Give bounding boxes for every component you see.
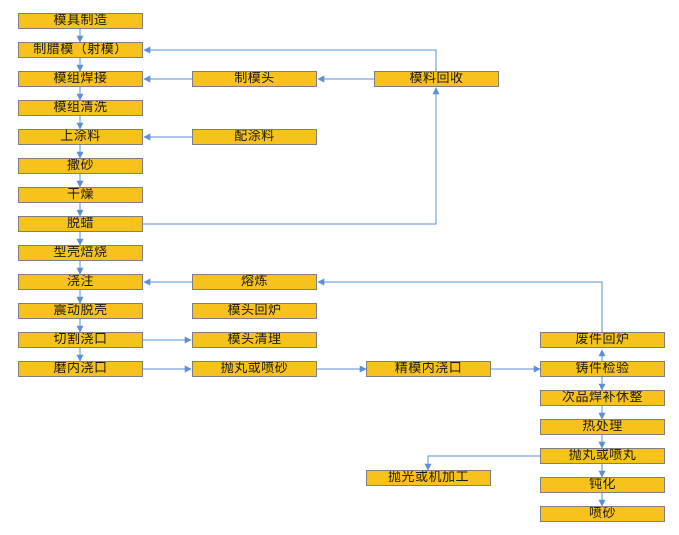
- step-heat-treatment: 热处理: [540, 419, 665, 435]
- arrow-scrap-to-smelt: [317, 278, 603, 333]
- step-wax-pattern: 制腊模（射模）: [18, 42, 143, 58]
- step-vibration-shakeout: 震动脱壳: [18, 303, 143, 319]
- step-grind-gate: 磨内浇口: [18, 361, 143, 377]
- step-coating: 上涂料: [18, 129, 143, 145]
- step-mix-coating: 配涂料: [192, 129, 317, 145]
- step-assembly-clean: 模组清洗: [18, 100, 143, 116]
- step-cut-gate: 切割浇口: [18, 332, 143, 348]
- step-mold-making: 模具制造: [18, 13, 143, 29]
- step-scrap-remelt: 废件回炉: [540, 332, 665, 348]
- step-defect-repair: 次品焊补休整: [540, 390, 665, 406]
- step-material-recovery: 模料回收: [374, 71, 499, 87]
- step-drying: 干燥: [18, 187, 143, 203]
- arrow-dewax-to-recovery: [143, 87, 440, 225]
- arrow-recovery-to-wax: [143, 46, 437, 72]
- step-passivation: 钝化: [540, 477, 665, 493]
- step-head-remelt: 模头回炉: [192, 303, 317, 319]
- step-make-head: 制模头: [192, 71, 317, 87]
- step-shot-blast-2: 抛丸或喷丸: [540, 448, 665, 464]
- step-spray-sand: 喷砂: [540, 506, 665, 522]
- step-assembly-weld: 模组焊接: [18, 71, 143, 87]
- step-pouring: 浇注: [18, 274, 143, 290]
- step-shell-firing: 型壳焙烧: [18, 245, 143, 261]
- arrow-blast2-to-polish: [424, 455, 540, 471]
- step-dewax: 脱蜡: [18, 216, 143, 232]
- step-sanding: 撒砂: [18, 158, 143, 174]
- step-head-clean: 模头清理: [192, 332, 317, 348]
- step-fine-grind-gate: 精模内浇口: [366, 361, 491, 377]
- step-smelting: 熔炼: [192, 274, 317, 290]
- step-inspection: 铸件检验: [540, 361, 665, 377]
- step-shot-blast-1: 抛丸或喷砂: [192, 361, 317, 377]
- step-polish-machining: 抛光或机加工: [366, 470, 491, 486]
